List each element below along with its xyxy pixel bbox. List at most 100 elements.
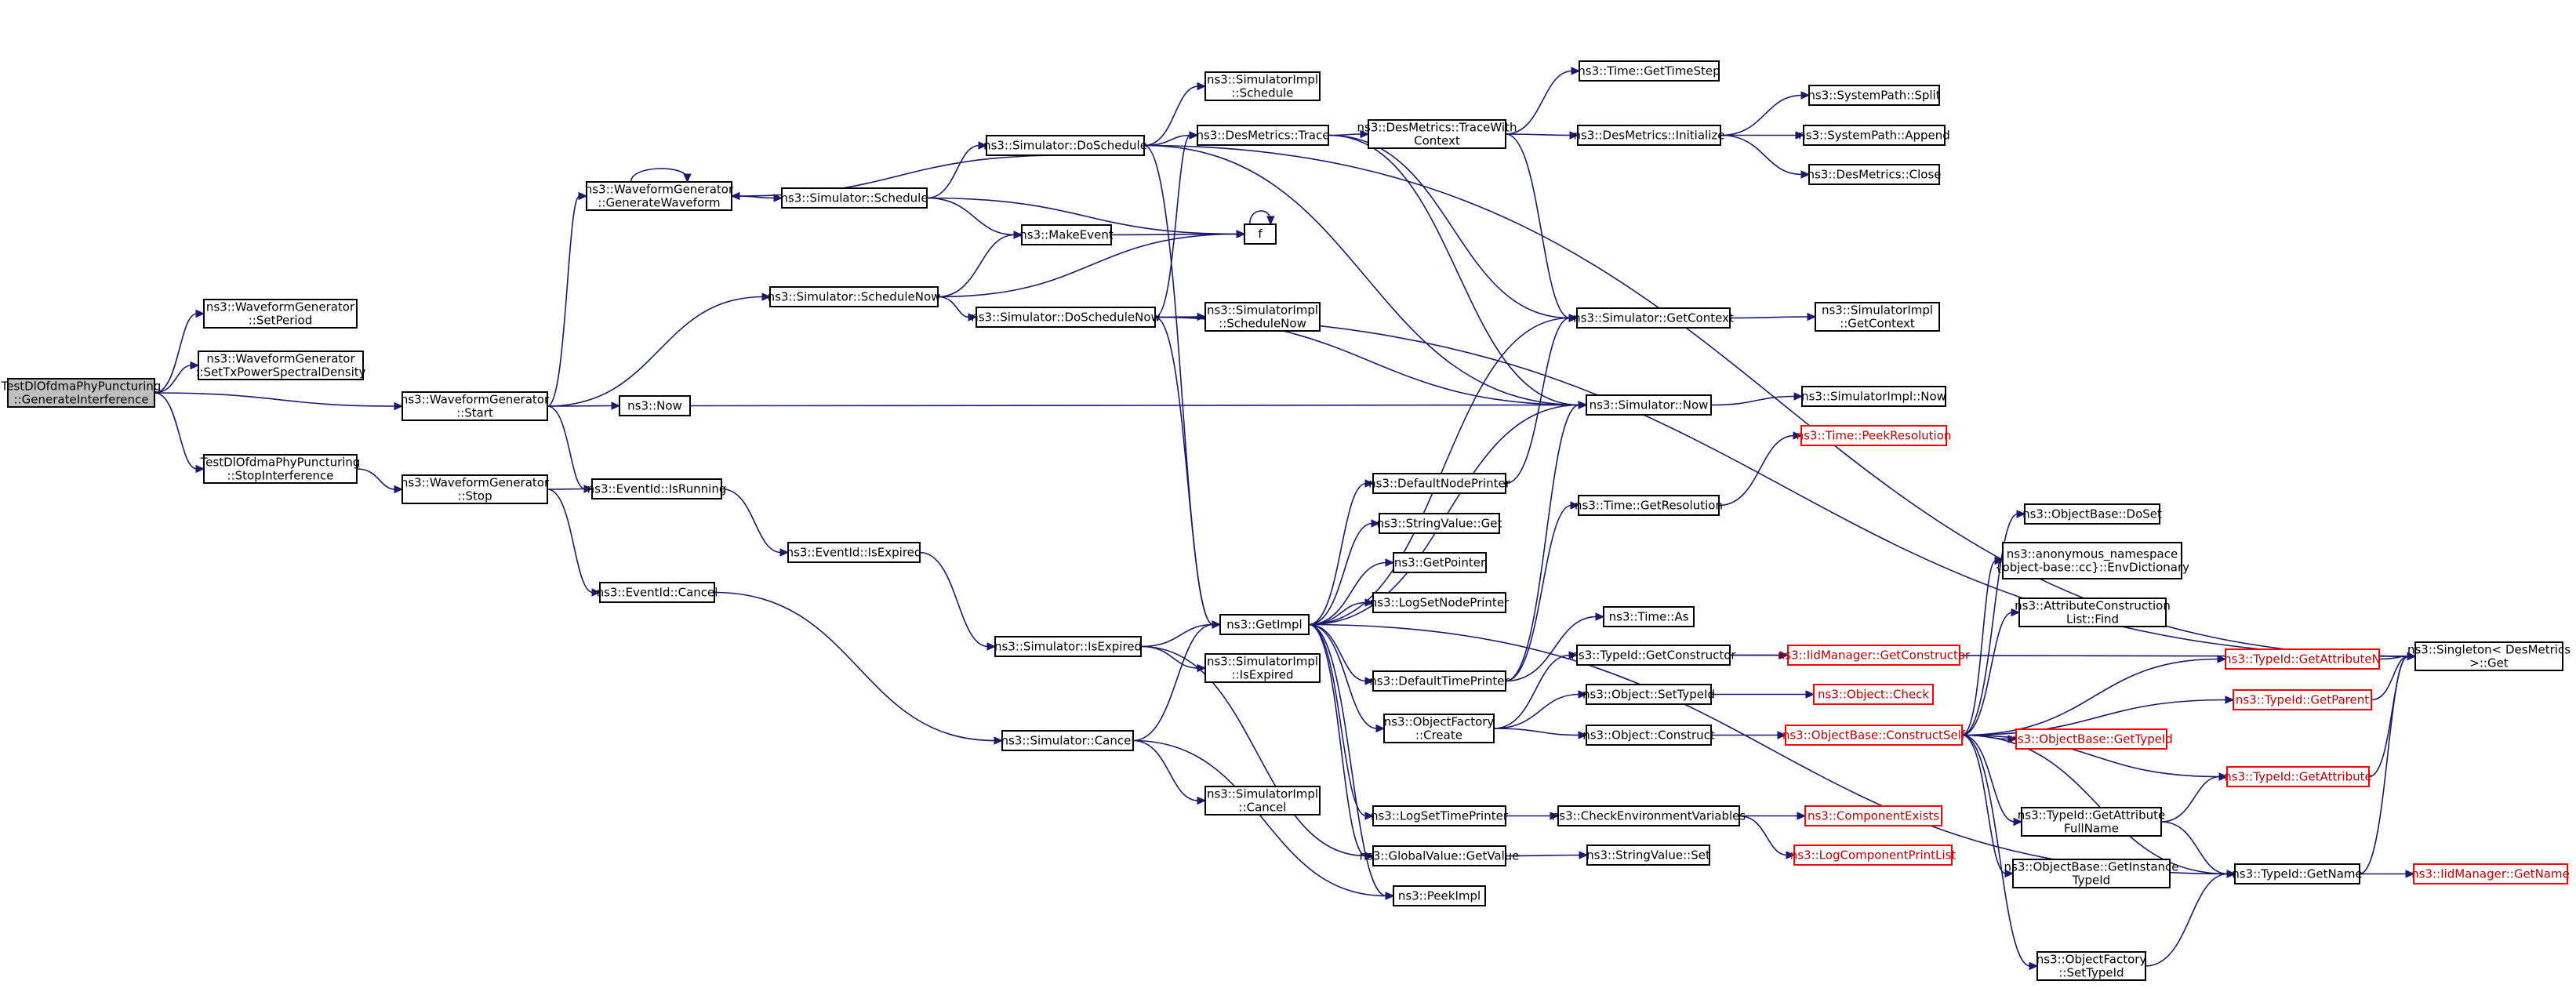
node-ns3-simulator-schedule[interactable]: ns3::Simulator::Schedule [780, 187, 928, 209]
node-ns3-systempath-append[interactable]: ns3::SystemPath::Append [1798, 125, 1950, 146]
node-ns3-eventid-cancel[interactable]: ns3::EventId::Cancel [597, 582, 718, 603]
node-ns3-typeid-getattribute[interactable]: ns3::TypeId::GetAttribute [2224, 766, 2372, 787]
node-ns3-simulatorimpl-getcontext[interactable]: ns3::SimulatorImpl::GetContext [1815, 302, 1940, 332]
node-label: ns3::Simulator::Now [1590, 398, 1709, 412]
call-edge [721, 488, 790, 557]
node-ns3-time-peekresolution[interactable]: ns3::Time::PeekResolution [1797, 425, 1952, 446]
node-ns3-systempath-split[interactable]: ns3::SystemPath::Split [1808, 85, 1941, 106]
node-label: ::ScheduleNow [1219, 317, 1306, 331]
call-edge [926, 197, 1023, 239]
call-edge [1505, 851, 1589, 859]
call-edge [1739, 815, 1796, 859]
node-ns3-simulator-cancel[interactable]: ns3::Simulator::Cancel [1001, 730, 1135, 751]
node-label: ns3::anonymous_namespace [2007, 547, 2178, 562]
node-ns3-waveformgenerator-start[interactable]: ns3::WaveformGenerator::Start [401, 391, 550, 421]
node-label: ns3::IidManager::GetConstructor [1778, 648, 1971, 663]
call-edge [1328, 134, 1579, 322]
node-ns3-objectfactory-create[interactable]: ns3::ObjectFactory::Create [1383, 714, 1495, 743]
node-ns3-iidmanager-getconstructor[interactable]: ns3::IidManager::GetConstructor [1778, 645, 1971, 666]
node-ns3-time-getresolution[interactable]: ns3::Time::GetResolution [1575, 495, 1723, 516]
node-ns3-objectfactory-settypeid[interactable]: ns3::ObjectFactory::SetTypeId [2036, 951, 2147, 981]
node-ns3-objectbase-gettypeid[interactable]: ns3::ObjectBase::GetTypeId [2010, 728, 2173, 750]
node-ns3-objectbase-doset[interactable]: ns3::ObjectBase::DoSet [2022, 503, 2162, 525]
node-label: ns3::Simulator::DoSchedule [983, 139, 1147, 153]
node-ns3-typeid-getattributen[interactable]: ns3::TypeId::GetAttributeN [2224, 648, 2381, 670]
node-ns3-objectbase-constructself[interactable]: ns3::ObjectBase::ConstructSelf [1782, 725, 1966, 746]
node-label: ns3::ObjectBase::GetTypeId [2010, 732, 2173, 746]
node-label: ns3::Simulator::IsExpired [994, 640, 1142, 654]
node-ns3-object-settypeid[interactable]: ns3::Object::SetTypeId [1582, 684, 1715, 705]
node-ns3-simulator-getcontext[interactable]: ns3::Simulator::GetContext [1573, 307, 1734, 329]
node-ns3-waveformgenerator-setperiod[interactable]: ns3::WaveformGenerator::SetPeriod [203, 299, 358, 329]
node-ns3-typeid-getname[interactable]: ns3::TypeId::GetName [2232, 863, 2363, 884]
node-ns3-typeid-getconstructor[interactable]: ns3::TypeId::GetConstructor [1571, 645, 1736, 666]
node-ns3-globalvalue-getvalue[interactable]: ns3::GlobalValue::GetValue [1359, 845, 1520, 866]
node-ns3-peekimpl[interactable]: ns3::PeekImpl [1393, 885, 1486, 906]
node-testdlofdmaphypuncturing-stopinterference[interactable]: TestDlOfdmaPhyPuncturing::StopInterferen… [200, 454, 361, 484]
node-ns3-simulatorimpl-cancel[interactable]: ns3::SimulatorImpl::Cancel [1204, 786, 1321, 815]
node-label: ns3::SimulatorImpl [1822, 303, 1933, 318]
node-ns3-desmetrics-close[interactable]: ns3::DesMetrics::Close [1808, 164, 1942, 185]
node-label: ::Start [456, 406, 493, 420]
node-ns3-simulatorimpl-now[interactable]: ns3::SimulatorImpl::Now [1801, 386, 1946, 407]
node-ns3-getimpl[interactable]: ns3::GetImpl [1219, 614, 1310, 635]
node-label: ns3::StringValue::Get [1377, 517, 1502, 531]
node-ns3-simulator-doschedule[interactable]: ns3::Simulator::DoSchedule [983, 135, 1147, 156]
call-edge [1711, 731, 1787, 739]
node-ns3-simulator-isexpired[interactable]: ns3::Simulator::IsExpired [994, 636, 1142, 657]
node-ns3-waveformgenerator-settxpowerspectraldensity[interactable]: ns3::WaveformGenerator::SetTxPowerSpectr… [195, 351, 366, 380]
node-ns3-iidmanager-getname[interactable]: ns3::IidManager::GetName [2411, 863, 2570, 884]
node-label: ::GenerateInterference [14, 393, 149, 407]
node-ns3-desmetrics-trace[interactable]: ns3::DesMetrics::Trace [1197, 125, 1330, 146]
node-ns3-eventid-isrunning[interactable]: ns3::EventId::IsRunning [587, 478, 727, 499]
node-ns3-anonymous-namespace-object-base-cc-envdictionary[interactable]: ns3::anonymous_namespace{object-base::cc… [1995, 542, 2189, 579]
node-ns3-logsetnodeprinter[interactable]: ns3::LogSetNodePrinter [1370, 592, 1510, 613]
node-label: ns3::Time::PeekResolution [1797, 429, 1952, 443]
node-ns3-time-as[interactable]: ns3::Time::As [1603, 606, 1695, 627]
node-label: ns3::Object::SetTypeId [1582, 688, 1715, 702]
node-ns3-simulator-schedulenow[interactable]: ns3::Simulator::ScheduleNow [768, 286, 941, 307]
node-ns3-stringvalue-get[interactable]: ns3::StringValue::Get [1377, 513, 1502, 534]
call-edge [1140, 645, 1207, 673]
call-edge [1154, 316, 2417, 661]
node-ns3-logcomponentprintlist[interactable]: ns3::LogComponentPrintList [1790, 845, 1957, 866]
node-ns3-simulatorimpl-schedule[interactable]: ns3::SimulatorImpl::Schedule [1204, 71, 1321, 101]
node-ns3-checkenvironmentvariables[interactable]: ns3::CheckEnvironmentVariables [1552, 805, 1746, 826]
node-ns3-time-gettimestep[interactable]: ns3::Time::GetTimeStep [1578, 60, 1720, 82]
node-ns3-simulatorimpl-isexpired[interactable]: ns3::SimulatorImpl::IsExpired [1204, 653, 1321, 683]
node-ns3-simulatorimpl-schedulenow[interactable]: ns3::SimulatorImpl::ScheduleNow [1204, 302, 1321, 332]
node-ns3-object-construct[interactable]: ns3::Object::Construct [1582, 725, 1715, 746]
node-testdlofdmaphypuncturing-generateinterference[interactable]: TestDlOfdmaPhyPuncturing::GenerateInterf… [1, 378, 162, 408]
node-ns3-defaultnodeprinter[interactable]: ns3::DefaultNodePrinter [1368, 473, 1511, 494]
node-ns3-simulator-doschedulenow[interactable]: ns3::Simulator::DoScheduleNow [971, 307, 1161, 328]
node-ns3-waveformgenerator-generatewaveform[interactable]: ns3::WaveformGenerator::GenerateWaveform [585, 181, 734, 211]
node-ns3-waveformgenerator-stop[interactable]: ns3::WaveformGenerator::Stop [401, 474, 550, 504]
node-ns3-stringvalue-set[interactable]: ns3::StringValue::Set [1586, 845, 1710, 866]
node-f[interactable]: f [1244, 223, 1277, 245]
node-label: ns3::LogSetNodePrinter [1370, 596, 1510, 610]
node-label: ns3::WaveformGenerator [585, 183, 734, 197]
node-label: ns3::DefaultNodePrinter [1368, 477, 1511, 491]
node-ns3-simulator-now[interactable]: ns3::Simulator::Now [1586, 394, 1712, 416]
call-edge [1729, 312, 1817, 321]
node-ns3-makeevent[interactable]: ns3::MakeEvent [1019, 224, 1114, 245]
node-ns3-eventid-isexpired[interactable]: ns3::EventId::IsExpired [787, 542, 922, 563]
node-label: ns3::SystemPath::Append [1798, 129, 1950, 143]
call-edge [937, 231, 1023, 298]
node-ns3-now[interactable]: ns3::Now [619, 395, 691, 416]
call-edge [547, 191, 588, 407]
node-ns3-componentexists[interactable]: ns3::ComponentExists [1804, 805, 1942, 826]
node-label: ns3::Time::GetResolution [1575, 499, 1723, 513]
node-ns3-object-check[interactable]: ns3::Object::Check [1813, 684, 1934, 705]
node-ns3-desmetrics-initialize[interactable]: ns3::DesMetrics::Initialize [1574, 125, 1725, 146]
node-label: ns3::DesMetrics::Trace [1197, 129, 1330, 143]
node-ns3-getpointer[interactable]: ns3::GetPointer [1393, 552, 1487, 573]
node-ns3-typeid-getparent[interactable]: ns3::TypeId::GetParent [2233, 689, 2372, 710]
node-ns3-defaulttimeprinter[interactable]: ns3::DefaultTimePrinter [1369, 670, 1510, 692]
node-ns3-logsettimeprinter[interactable]: ns3::LogSetTimePrinter [1371, 805, 1509, 826]
node-ns3-singleton-desmetrics-get[interactable]: ns3::Singleton< DesMetrics >::Get [2407, 641, 2571, 671]
